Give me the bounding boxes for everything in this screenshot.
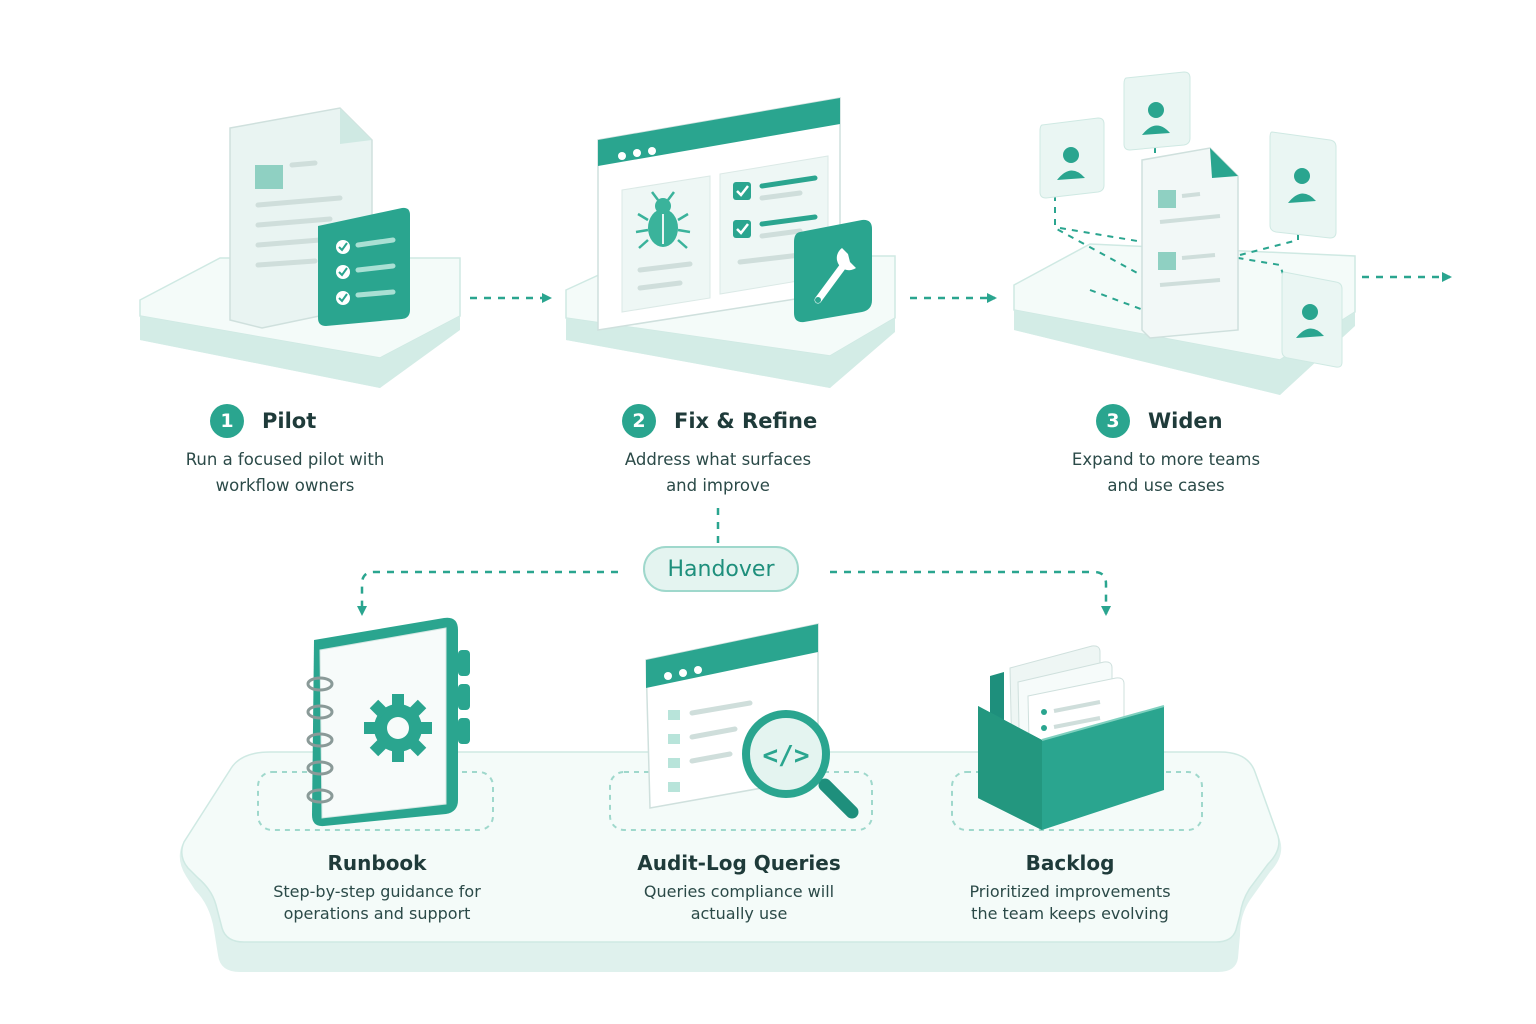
runbook-gear-icon bbox=[306, 617, 470, 827]
output-runbook-description: Step-by-step guidance for operations and… bbox=[217, 881, 537, 925]
wrench-icon bbox=[794, 219, 872, 323]
fix-refine-illustration bbox=[565, 97, 896, 388]
stage-widen-description: Expand to more teams and use cases bbox=[1016, 447, 1316, 499]
step-number-badge: 3 bbox=[1096, 404, 1130, 438]
description-line: Prioritized improvements bbox=[969, 882, 1171, 901]
step-number-badge: 1 bbox=[210, 404, 244, 438]
description-line: and use cases bbox=[1107, 476, 1225, 495]
stage-fix-refine-description: Address what surfaces and improve bbox=[568, 447, 868, 499]
description-line: Address what surfaces bbox=[624, 450, 812, 469]
output-runbook-title: Runbook bbox=[327, 851, 427, 875]
backlog-box-icon bbox=[978, 645, 1165, 830]
step-number-badge: 2 bbox=[622, 404, 656, 438]
description-line: Queries compliance will bbox=[643, 882, 835, 901]
description-line: Step-by-step guidance for bbox=[273, 882, 481, 901]
user-card-icon bbox=[1281, 271, 1343, 368]
stage-title: Widen bbox=[1148, 409, 1223, 433]
description-line: operations and support bbox=[283, 904, 471, 923]
code-magnifier-icon: </> bbox=[645, 623, 859, 819]
stage-title: Pilot bbox=[262, 409, 317, 433]
pilot-illustration bbox=[139, 107, 461, 388]
bug-icon bbox=[635, 191, 691, 249]
checkbox-list-icon bbox=[733, 175, 818, 265]
description-line: Expand to more teams bbox=[1071, 450, 1261, 469]
handover-connectors bbox=[357, 508, 1111, 616]
stage-pilot-heading: 1 Pilot bbox=[210, 404, 316, 438]
user-card-icon bbox=[1123, 71, 1191, 151]
description-line: and improve bbox=[666, 476, 770, 495]
description-line: Run a focused pilot with bbox=[185, 450, 385, 469]
handover-pill: Handover bbox=[643, 546, 799, 592]
stage-widen-heading: 3 Widen bbox=[1096, 404, 1223, 438]
description-line: workflow owners bbox=[215, 476, 355, 495]
output-audit-log-title: Audit-Log Queries bbox=[637, 851, 841, 875]
description-line: the team keeps evolving bbox=[971, 904, 1169, 923]
svg-text:</>: </> bbox=[763, 741, 810, 771]
stage-fix-refine-heading: 2 Fix & Refine bbox=[622, 404, 817, 438]
stage-title: Fix & Refine bbox=[674, 409, 818, 433]
output-audit-log-description: Queries compliance will actually use bbox=[579, 881, 899, 925]
widen-illustration bbox=[1013, 71, 1356, 395]
checklist-icon bbox=[318, 207, 410, 326]
shared-document-icon bbox=[1141, 147, 1239, 339]
user-card-icon bbox=[1269, 131, 1337, 239]
output-backlog-title: Backlog bbox=[1025, 851, 1115, 875]
output-backlog-description: Prioritized improvements the team keeps … bbox=[910, 881, 1230, 925]
stage-pilot-description: Run a focused pilot with workflow owners bbox=[135, 447, 435, 499]
description-line: actually use bbox=[690, 904, 788, 923]
user-card-icon bbox=[1039, 117, 1105, 199]
